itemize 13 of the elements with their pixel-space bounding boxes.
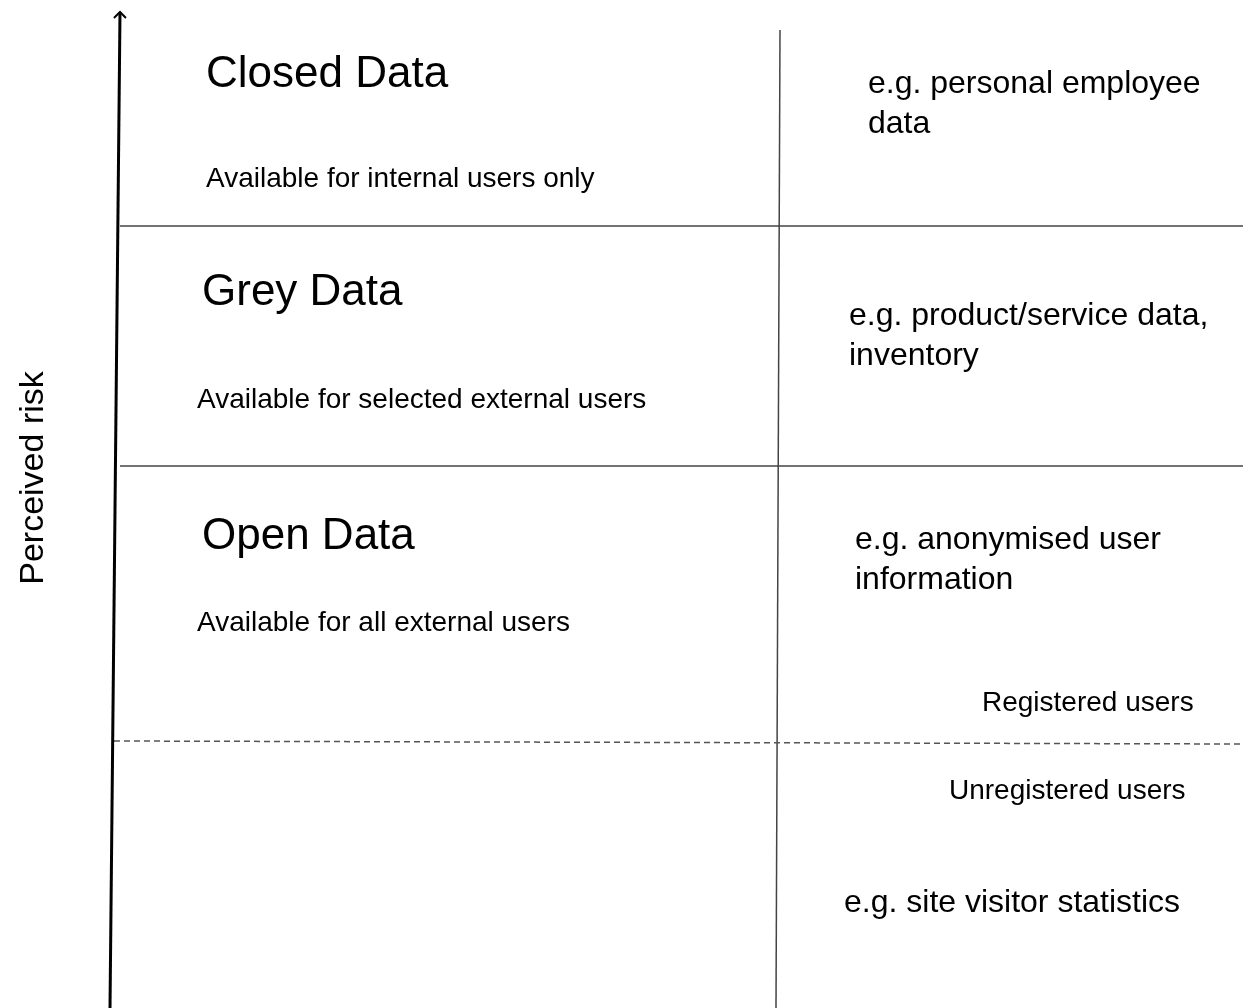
availability-text: Available for all external users bbox=[197, 605, 571, 639]
availability-text: Available for internal users only bbox=[206, 161, 596, 195]
availability-text: Available for selected external users bbox=[197, 382, 648, 416]
group-label: Unregistered users bbox=[949, 773, 1187, 807]
axis-label: Perceived risk bbox=[10, 371, 51, 585]
example-text: e.g. site visitor statistics bbox=[844, 882, 1182, 921]
example-text: e.g. product/service data, inventory bbox=[849, 295, 1210, 374]
example-text: e.g. personal employee data bbox=[868, 63, 1202, 142]
example-text: e.g. anonymised user information bbox=[855, 519, 1162, 598]
category-heading: Open Data bbox=[202, 508, 416, 560]
category-heading: Grey Data bbox=[202, 264, 404, 316]
group-label: Registered users bbox=[982, 685, 1195, 719]
category-heading: Closed Data bbox=[206, 46, 450, 98]
